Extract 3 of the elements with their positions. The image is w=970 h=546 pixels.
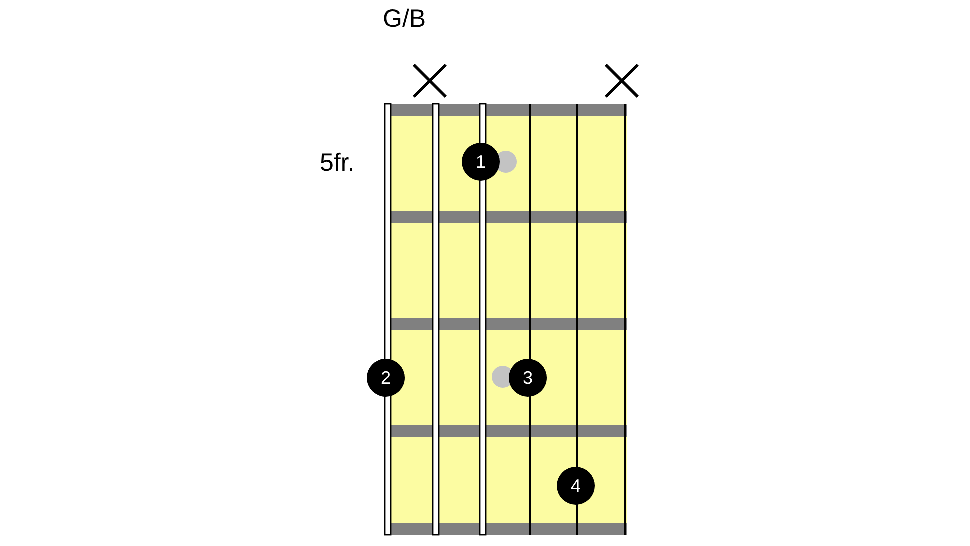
chord-title: G/B	[383, 7, 426, 32]
finger-dot: 2	[367, 359, 405, 397]
fret-number-label: 5fr.	[320, 151, 355, 176]
